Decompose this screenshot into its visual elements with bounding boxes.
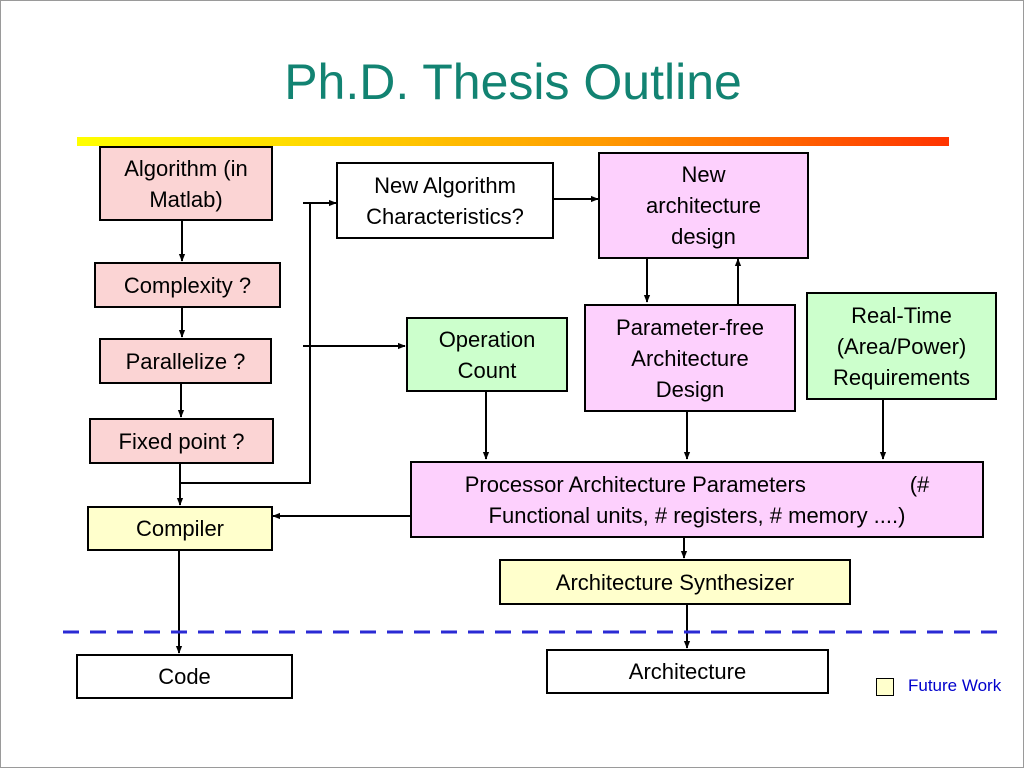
node-operation-count-label: Operation Count	[438, 326, 536, 383]
node-complexity: Complexity ?	[94, 262, 281, 308]
node-parameter-free-architecture-design: Parameter-free Architecture Design	[584, 304, 796, 412]
connector-left-chain-to-bus	[180, 203, 311, 484]
node-fixed-point-label: Fixed point ?	[118, 428, 245, 454]
node-new-algorithm-characteristics-label: New Algorithm Characteristics?	[366, 172, 524, 229]
slide-title: Ph.D. Thesis Outline	[284, 54, 742, 110]
node-processor-architecture-parameters-label: Processor Architecture Parameters (# Fun…	[464, 471, 936, 528]
node-code: Code	[76, 654, 293, 699]
node-architecture-synthesizer-label: Architecture Synthesizer	[555, 569, 795, 595]
node-new-architecture-design-label: New architecture design	[646, 162, 761, 249]
node-compiler-label: Compiler	[135, 516, 225, 541]
node-algorithm: Algorithm (in Matlab)	[99, 146, 273, 221]
node-compiler: Compiler	[87, 506, 273, 551]
node-architecture-label: Architecture	[628, 659, 747, 684]
node-algorithm-label: Algorithm (in Matlab)	[124, 155, 248, 212]
node-fixed-point: Fixed point ?	[89, 418, 274, 464]
legend-swatch	[876, 678, 894, 696]
legend-label: Future Work	[908, 676, 1002, 695]
node-real-time-requirements-label: Real-Time (Area/Power) Requirements	[833, 302, 970, 390]
node-parameter-free-architecture-design-label: Parameter-free Architecture Design	[616, 314, 764, 402]
node-parallelize: Parallelize ?	[99, 338, 272, 384]
node-new-architecture-design: New architecture design	[598, 152, 809, 259]
node-complexity-label: Complexity ?	[123, 272, 252, 298]
node-real-time-requirements: Real-Time (Area/Power) Requirements	[806, 292, 997, 400]
node-architecture-synthesizer: Architecture Synthesizer	[499, 559, 851, 605]
node-code-label: Code	[158, 664, 211, 689]
node-parallelize-label: Parallelize ?	[125, 348, 246, 374]
node-operation-count: Operation Count	[406, 317, 568, 392]
node-processor-architecture-parameters: Processor Architecture Parameters (# Fun…	[410, 461, 984, 538]
node-new-algorithm-characteristics: New Algorithm Characteristics?	[336, 162, 554, 239]
title-underline-bar	[77, 137, 949, 146]
node-architecture: Architecture	[546, 649, 829, 694]
